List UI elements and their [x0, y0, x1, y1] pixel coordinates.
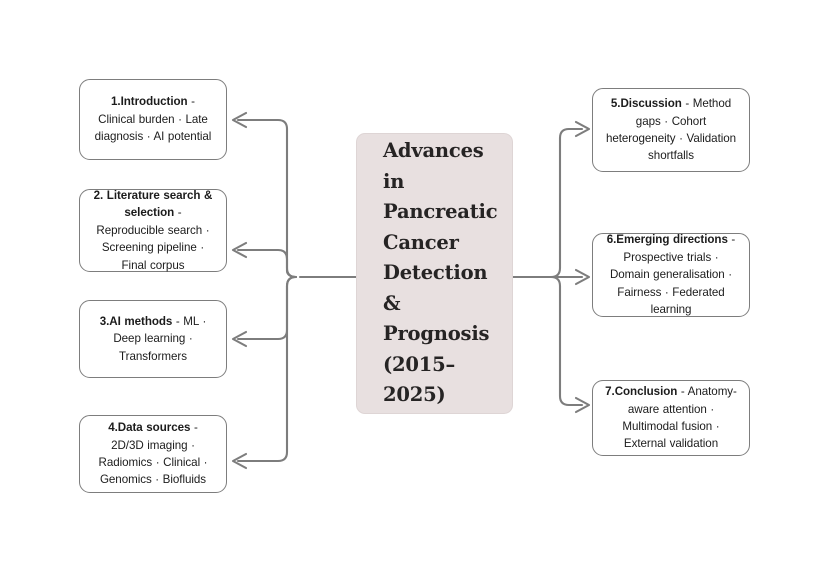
node-2-heading: 2. Literature search & selection [93, 188, 213, 220]
node-3-detail: ML · Deep learning · Transformers [113, 314, 207, 363]
connector-node-4 [236, 275, 298, 463]
node-3-ai-methods[interactable]: 3.AI methods - ML · Deep learning · Tran… [79, 300, 227, 378]
node-6-text: 6.Emerging directions - Prospective tria… [604, 231, 738, 318]
node-4-data-sources[interactable]: 4.Data sources - 2D/3D imaging · Radiomi… [79, 415, 227, 493]
node-4-heading: 4.Data sources [108, 421, 191, 435]
node-5-heading: 5.Discussion [610, 97, 682, 111]
node-4-separator: - [190, 421, 198, 435]
node-1-separator: - [187, 95, 195, 109]
node-6-heading: 6.Emerging directions [606, 233, 728, 247]
node-1-text: 1.Introduction - Clinical burden · Late … [91, 93, 215, 145]
connector-node-7 [549, 275, 584, 407]
node-4-text: 4.Data sources - 2D/3D imaging · Radiomi… [91, 419, 215, 489]
node-3-heading: 3.AI methods [99, 314, 173, 328]
node-3-separator: - [172, 314, 184, 328]
node-5-text: 5.Discussion - Method gaps · Cohort hete… [604, 95, 738, 165]
connector-node-5 [549, 127, 584, 279]
node-5-separator: - [681, 97, 693, 111]
node-5-discussion[interactable]: 5.Discussion - Method gaps · Cohort hete… [592, 88, 750, 172]
node-3-text: 3.AI methods - ML · Deep learning · Tran… [91, 313, 215, 365]
connector-node-3 [236, 275, 298, 341]
arrowhead-node-1 [231, 111, 248, 129]
node-6-emerging-directions[interactable]: 6.Emerging directions - Prospective tria… [592, 233, 750, 317]
node-7-text: 7.Conclusion - Anatomy-aware attention ·… [604, 383, 738, 453]
node-6-separator: - [727, 233, 736, 247]
arrowhead-node-6 [574, 268, 591, 286]
node-7-separator: - [677, 385, 688, 399]
arrowhead-node-4 [231, 452, 248, 470]
node-2-detail: Reproducible search · Screening pipeline… [96, 223, 210, 272]
node-7-heading: 7.Conclusion [605, 385, 678, 399]
node-7-conclusion[interactable]: 7.Conclusion - Anatomy-aware attention ·… [592, 380, 750, 456]
node-2-literature-search[interactable]: 2. Literature search & selection - Repro… [79, 189, 227, 272]
arrowhead-node-5 [574, 120, 591, 138]
node-2-text: 2. Literature search & selection - Repro… [91, 187, 215, 274]
node-7-detail: Anatomy-aware attention · Multimodal fus… [622, 385, 737, 451]
arrowhead-node-7 [574, 396, 591, 414]
node-6-detail: Prospective trials · Domain generalisati… [609, 250, 733, 317]
connector-node-2 [236, 248, 298, 279]
node-2-separator: - [174, 206, 182, 220]
arrowhead-node-3 [231, 330, 248, 348]
arrowhead-node-2 [231, 241, 248, 259]
connector-node-1 [236, 118, 298, 279]
node-1-detail: Clinical burden · Late diagnosis · AI po… [94, 112, 212, 144]
node-4-detail: 2D/3D imaging · Radiomics · Clinical · G… [98, 438, 208, 487]
node-1-introduction[interactable]: 1.Introduction - Clinical burden · Late … [79, 79, 227, 160]
node-1-heading: 1.Introduction [111, 95, 188, 109]
node-5-detail: Method gaps · Cohort heterogeneity · Val… [605, 97, 737, 163]
